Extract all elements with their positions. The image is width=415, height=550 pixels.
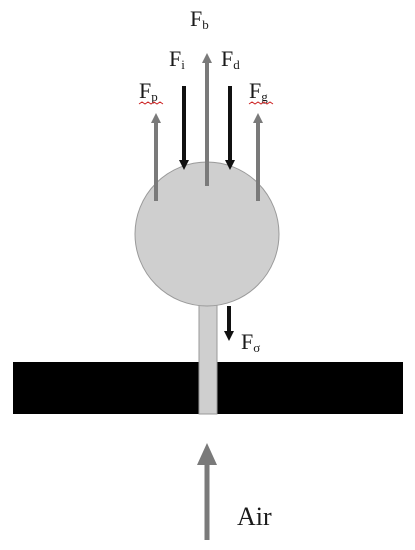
spellcheck-squiggle-fp [138, 101, 164, 105]
bubble-neck [198, 295, 218, 415]
label-air: Air [237, 502, 272, 531]
label-fp: Fp [139, 78, 158, 104]
label-fsigma: Fσ [241, 329, 260, 355]
spellcheck-squiggle-fg [248, 101, 274, 105]
label-fi: Fi [169, 46, 185, 72]
label-fb: Fb [190, 6, 209, 32]
label-fd: Fd [221, 46, 240, 72]
label-fg: Fg [249, 78, 268, 104]
